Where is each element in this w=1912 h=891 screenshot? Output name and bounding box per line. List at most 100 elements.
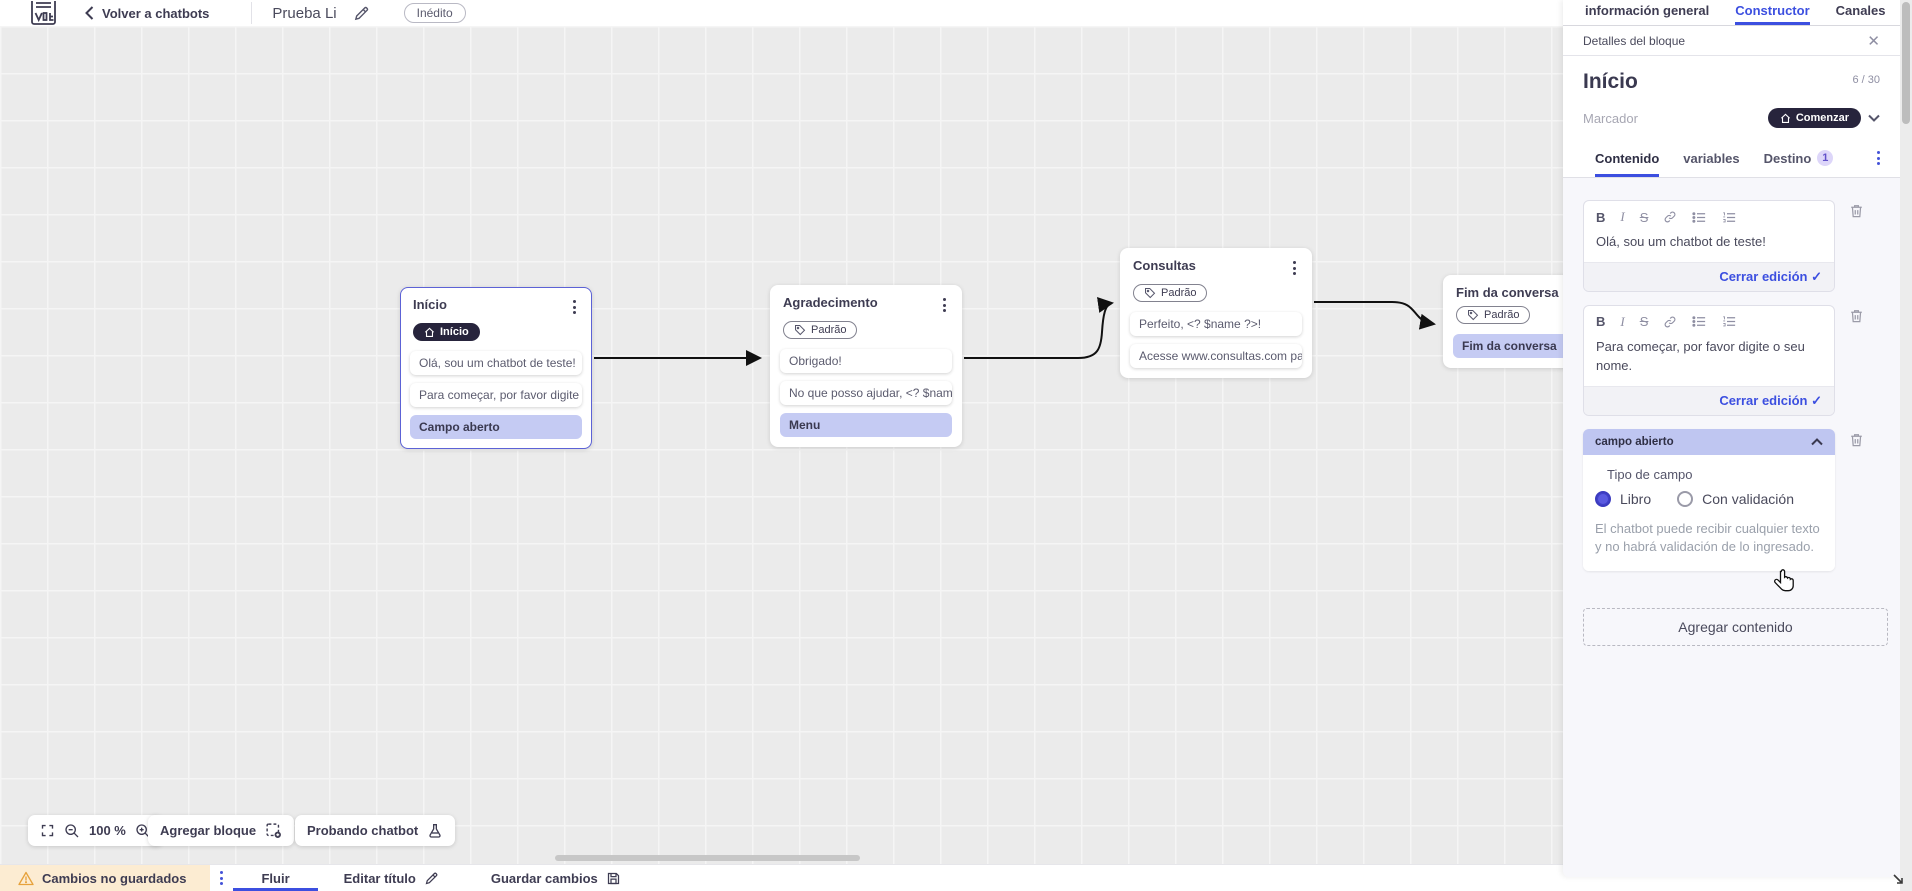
flow-node-consultas[interactable]: Consultas Padrão Perfeito, <? $name ?>! … (1120, 248, 1312, 378)
link-icon[interactable] (1663, 210, 1677, 224)
fullscreen-icon[interactable] (40, 823, 55, 838)
canvas-horizontal-scrollbar[interactable] (555, 855, 860, 861)
node-action-item[interactable]: Menu (780, 413, 952, 437)
radio-selected[interactable] (1595, 490, 1611, 507)
back-label: Volver a chatbots (102, 5, 210, 21)
node-header: Início (410, 297, 582, 317)
save-changes-button[interactable]: Guardar cambios (465, 871, 647, 886)
delete-content-icon[interactable] (1849, 432, 1864, 448)
flow-node-fim[interactable]: Fim da conversa Padrão Fim da conversa (1443, 275, 1563, 368)
node-title: Agradecimento (783, 295, 878, 310)
numbered-list-icon[interactable] (1722, 315, 1737, 328)
radio-option-con-validacion[interactable]: Con validación (1677, 490, 1794, 507)
node-title: Início (413, 297, 447, 312)
radio-label: Libro (1620, 490, 1652, 507)
bold-icon[interactable]: B (1596, 209, 1606, 225)
app-logo-icon (31, 0, 56, 25)
add-content-button[interactable]: Agregar contenido (1583, 608, 1888, 647)
edit-title-button[interactable]: Editar título (318, 871, 465, 886)
bullet-list-icon[interactable] (1692, 211, 1707, 224)
block-content-tabs: Contenido variables Destino 1 (1563, 140, 1900, 178)
block-options-menu-icon[interactable] (1871, 148, 1886, 168)
node-message-item[interactable]: Olá, sou um chatbot de teste! (410, 350, 582, 375)
node-action-item[interactable]: Campo aberto (410, 414, 582, 439)
node-menu-icon[interactable] (937, 295, 952, 315)
node-start-badge: Início (413, 323, 480, 341)
content-block-row: B I S Olá, sou um chatbot de teste! Cerr… (1583, 200, 1880, 292)
tab-informacion-general[interactable]: información general (1585, 3, 1710, 18)
node-menu-icon[interactable] (567, 297, 582, 317)
edit-title-label: Editar título (343, 870, 416, 886)
italic-icon[interactable]: I (1620, 313, 1625, 329)
node-message-item[interactable]: Perfeito, <? $name ?>! (1130, 312, 1302, 336)
delete-content-icon[interactable] (1849, 203, 1864, 219)
delete-content-icon[interactable] (1849, 308, 1864, 324)
test-chatbot-button[interactable]: Probando chatbot (295, 815, 456, 846)
marker-value-label: Comenzar (1795, 112, 1849, 124)
tab-destino[interactable]: Destino 1 (1764, 150, 1834, 177)
warning-icon (18, 871, 34, 885)
bullet-list-icon[interactable] (1692, 315, 1707, 328)
open-field-row: campo abierto Tipo de campo Libro Con va… (1583, 428, 1880, 572)
bold-icon[interactable]: B (1596, 314, 1606, 330)
open-field-body: Tipo de campo Libro Con validación El ch… (1583, 454, 1835, 572)
destino-count-badge: 1 (1817, 150, 1834, 166)
content-block-row: B I S Para começar, por favor digite o s… (1583, 304, 1880, 416)
node-header: Agradecimento (780, 295, 952, 315)
tag-icon (795, 325, 806, 336)
node-message-item[interactable]: No que posso ajudar, <? $name ... (780, 381, 952, 405)
add-block-button[interactable]: Agregar bloque (148, 815, 295, 846)
strikethrough-icon[interactable]: S (1639, 209, 1649, 225)
node-message-item[interactable]: Obrigado! (780, 349, 952, 373)
builder-tabs: información general Constructor Canales (1563, 0, 1900, 26)
open-field-header[interactable]: campo abierto (1583, 428, 1835, 455)
field-helper-text: El chatbot puede recibir cualquier texto… (1595, 520, 1820, 555)
scrollbar-thumb[interactable] (1902, 2, 1910, 124)
marker-label: Marcador (1583, 110, 1638, 126)
edit-title-icon[interactable] (353, 5, 370, 22)
close-icon[interactable]: ✕ (1867, 32, 1880, 50)
close-edit-button[interactable]: Cerrar edición ✓ (1584, 385, 1834, 415)
marker-value-pill[interactable]: Comenzar (1767, 108, 1861, 128)
rich-text-editor[interactable]: B I S Para começar, por favor digite o s… (1583, 304, 1835, 416)
chevron-left-icon (85, 6, 94, 20)
status-badge: Inédito (403, 3, 466, 23)
panel-vertical-scrollbar[interactable] (1900, 0, 1912, 891)
flow-node-agradecimento[interactable]: Agradecimento Padrão Obrigado! No que po… (770, 285, 962, 447)
flask-icon (429, 823, 441, 838)
tab-constructor[interactable]: Constructor (1735, 3, 1810, 25)
chevron-down-icon[interactable] (1868, 114, 1880, 122)
italic-icon[interactable]: I (1620, 209, 1625, 224)
zoom-in-icon[interactable] (135, 823, 151, 839)
editor-text[interactable]: Olá, sou um chatbot de teste! (1596, 234, 1766, 249)
zoom-out-icon[interactable] (64, 823, 80, 839)
numbered-list-icon[interactable] (1722, 211, 1737, 224)
back-to-chatbots[interactable]: Volver a chatbots (85, 6, 209, 21)
flow-node-inicio[interactable]: Início Início Olá, sou um chatbot de tes… (400, 287, 592, 449)
link-icon[interactable] (1663, 315, 1677, 329)
node-badge-label: Padrão (811, 324, 847, 336)
editor-toolbar: B I S (1584, 306, 1834, 332)
chevron-up-icon[interactable] (1811, 437, 1823, 446)
node-message-item[interactable]: Acesse www.consultas.com par... (1130, 344, 1302, 368)
topbar-divider (251, 2, 253, 24)
tab-canales[interactable]: Canales (1835, 3, 1886, 18)
block-title-input[interactable]: Início (1583, 70, 1638, 93)
flow-canvas[interactable]: Início Início Olá, sou um chatbot de tes… (0, 26, 1563, 864)
strikethrough-icon[interactable]: S (1639, 314, 1649, 330)
tag-icon (1468, 310, 1479, 321)
node-menu-icon[interactable] (1287, 258, 1302, 278)
flow-menu-icon[interactable] (210, 868, 233, 888)
radio-option-libro[interactable]: Libro (1595, 490, 1652, 507)
radio-unselected[interactable] (1677, 490, 1694, 507)
field-type-options: Libro Con validación (1595, 490, 1823, 507)
node-message-item[interactable]: Para começar, por favor digite o ... (410, 382, 582, 407)
editor-text[interactable]: Para começar, por favor digite o seu nom… (1596, 338, 1805, 373)
node-action-item[interactable]: Fim da conversa (1453, 334, 1563, 358)
close-edit-button[interactable]: Cerrar edición ✓ (1584, 261, 1834, 291)
flow-tab[interactable]: Fluir (233, 865, 318, 891)
tab-contenido[interactable]: Contenido (1595, 151, 1660, 177)
home-icon (1780, 113, 1790, 123)
rich-text-editor[interactable]: B I S Olá, sou um chatbot de teste! Cerr… (1583, 200, 1835, 292)
tab-variables[interactable]: variables (1683, 151, 1740, 166)
